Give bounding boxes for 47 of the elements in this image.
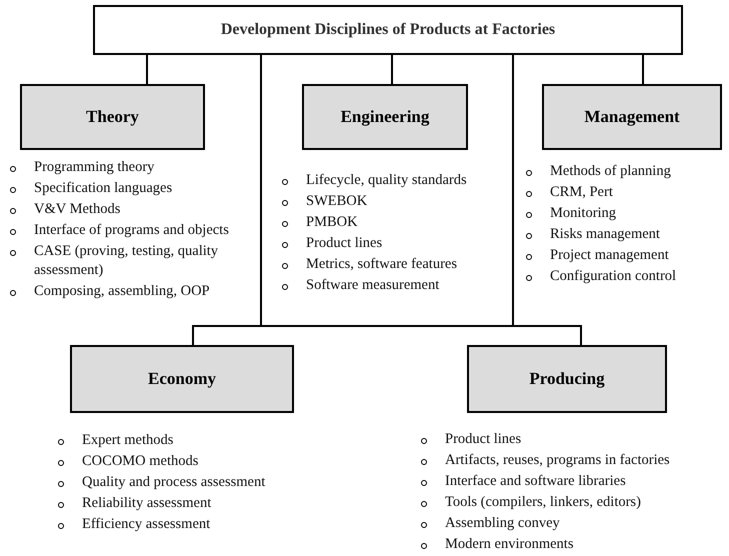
list-item: Expert methods — [56, 431, 356, 450]
list-item: COCOMO methods — [56, 452, 356, 471]
list-item: CRM, Pert — [524, 183, 729, 202]
list-item: PMBOK — [280, 213, 510, 232]
list-item: Lifecycle, quality standards — [280, 171, 510, 190]
box-heading: Theory — [86, 107, 139, 127]
list-item: Programming theory — [8, 158, 260, 177]
connector-line — [261, 325, 513, 327]
connector-line — [146, 55, 148, 84]
list-item: Metrics, software features — [280, 255, 510, 274]
list-item: Artifacts, reuses, programs in factories — [419, 451, 729, 470]
list-item: V&V Methods — [8, 200, 260, 219]
connector-line — [391, 55, 393, 84]
list-item: Composing, assembling, OOP — [8, 282, 260, 301]
list-item: Interface of programs and objects — [8, 221, 260, 240]
discipline-box — [302, 84, 468, 150]
discipline-box — [70, 345, 294, 413]
list-item: Reliability assessment — [56, 494, 356, 513]
list-item: Specification languages — [8, 179, 260, 198]
list-item: Software measurement — [280, 276, 510, 295]
box-heading: Engineering — [340, 107, 430, 127]
connector-line — [642, 55, 644, 84]
list-item: Risks management — [524, 225, 729, 244]
list-item: Product lines — [280, 234, 510, 253]
list-item: Methods of planning — [524, 162, 729, 181]
discipline-box — [20, 84, 205, 150]
title-box — [93, 5, 683, 55]
list-item: SWEBOK — [280, 192, 510, 211]
list-item: Quality and process assessment — [56, 473, 356, 492]
connector-line — [192, 55, 262, 345]
list-item: Modern environments — [419, 535, 729, 554]
list-item: Product lines — [419, 430, 729, 449]
box-heading: Economy — [148, 369, 216, 389]
list-item: Project management — [524, 246, 729, 265]
connector-line — [512, 55, 582, 345]
list-item: Interface and software libraries — [419, 472, 729, 491]
discipline-box — [542, 84, 722, 150]
list-item: Efficiency assessment — [56, 515, 356, 534]
list-item: Configuration control — [524, 267, 729, 286]
list-item: Monitoring — [524, 204, 729, 223]
list-item: Tools (compilers, linkers, editors) — [419, 493, 729, 512]
box-heading: Development Disciplines of Products at Factories — [220, 21, 556, 39]
list-item: CASE (proving, testing, quality assessment) — [8, 242, 260, 280]
discipline-box — [467, 345, 667, 413]
box-heading: Management — [584, 107, 680, 127]
list-item: Assembling convey — [419, 514, 729, 533]
box-heading: Producing — [529, 369, 605, 389]
